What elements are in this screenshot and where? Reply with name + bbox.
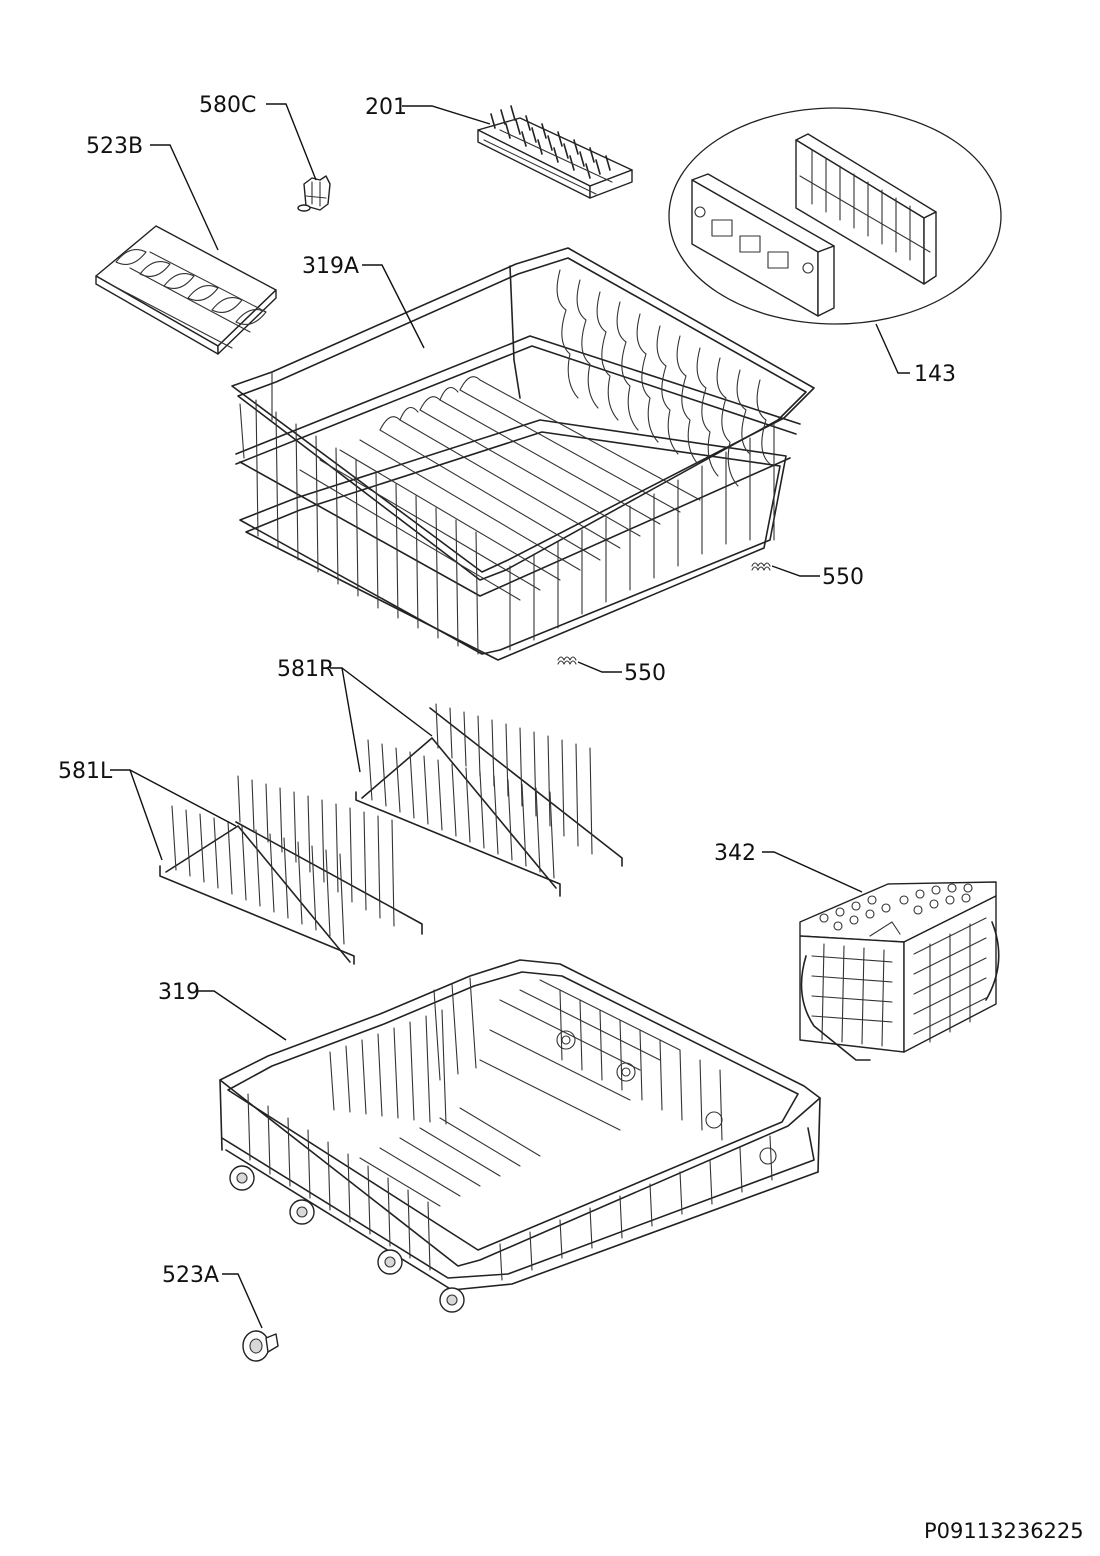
label-580c: 580C [199,93,256,118]
part-143-rail-detail [668,107,1002,325]
part-550-spring-right [751,562,771,571]
part-523a-wheel [242,1330,279,1362]
label-319a: 319A [302,254,359,279]
leader-lines [110,103,910,1329]
part-319-lower-basket [219,959,821,1313]
label-523b: 523B [86,134,143,159]
label-523a: 523A [162,1263,219,1288]
drawing-code: P09113236225 [924,1519,1084,1543]
part-550-spring-lower [557,656,577,665]
part-319a-upper-basket [231,247,815,661]
part-523b-folding-shelf [95,225,277,355]
label-201: 201 [365,95,407,120]
part-201-tine-insert [477,105,633,199]
label-581l: 581L [58,759,113,784]
label-143: 143 [914,362,956,387]
lower-basket-wheels [229,1165,465,1313]
part-342-cutlery-basket [799,881,1000,1061]
part-581r-tine-row-right [355,703,623,897]
part-labels: 580C 201 523B 319A 143 550 550 581R 581L… [58,93,1084,1543]
label-550-right: 550 [822,565,864,590]
label-550-lower: 550 [624,661,666,686]
label-319: 319 [158,980,200,1005]
label-342: 342 [714,841,756,866]
part-580c-clip [297,175,331,212]
label-581r: 581R [277,657,334,682]
part-581l-tine-row-left [159,775,423,965]
